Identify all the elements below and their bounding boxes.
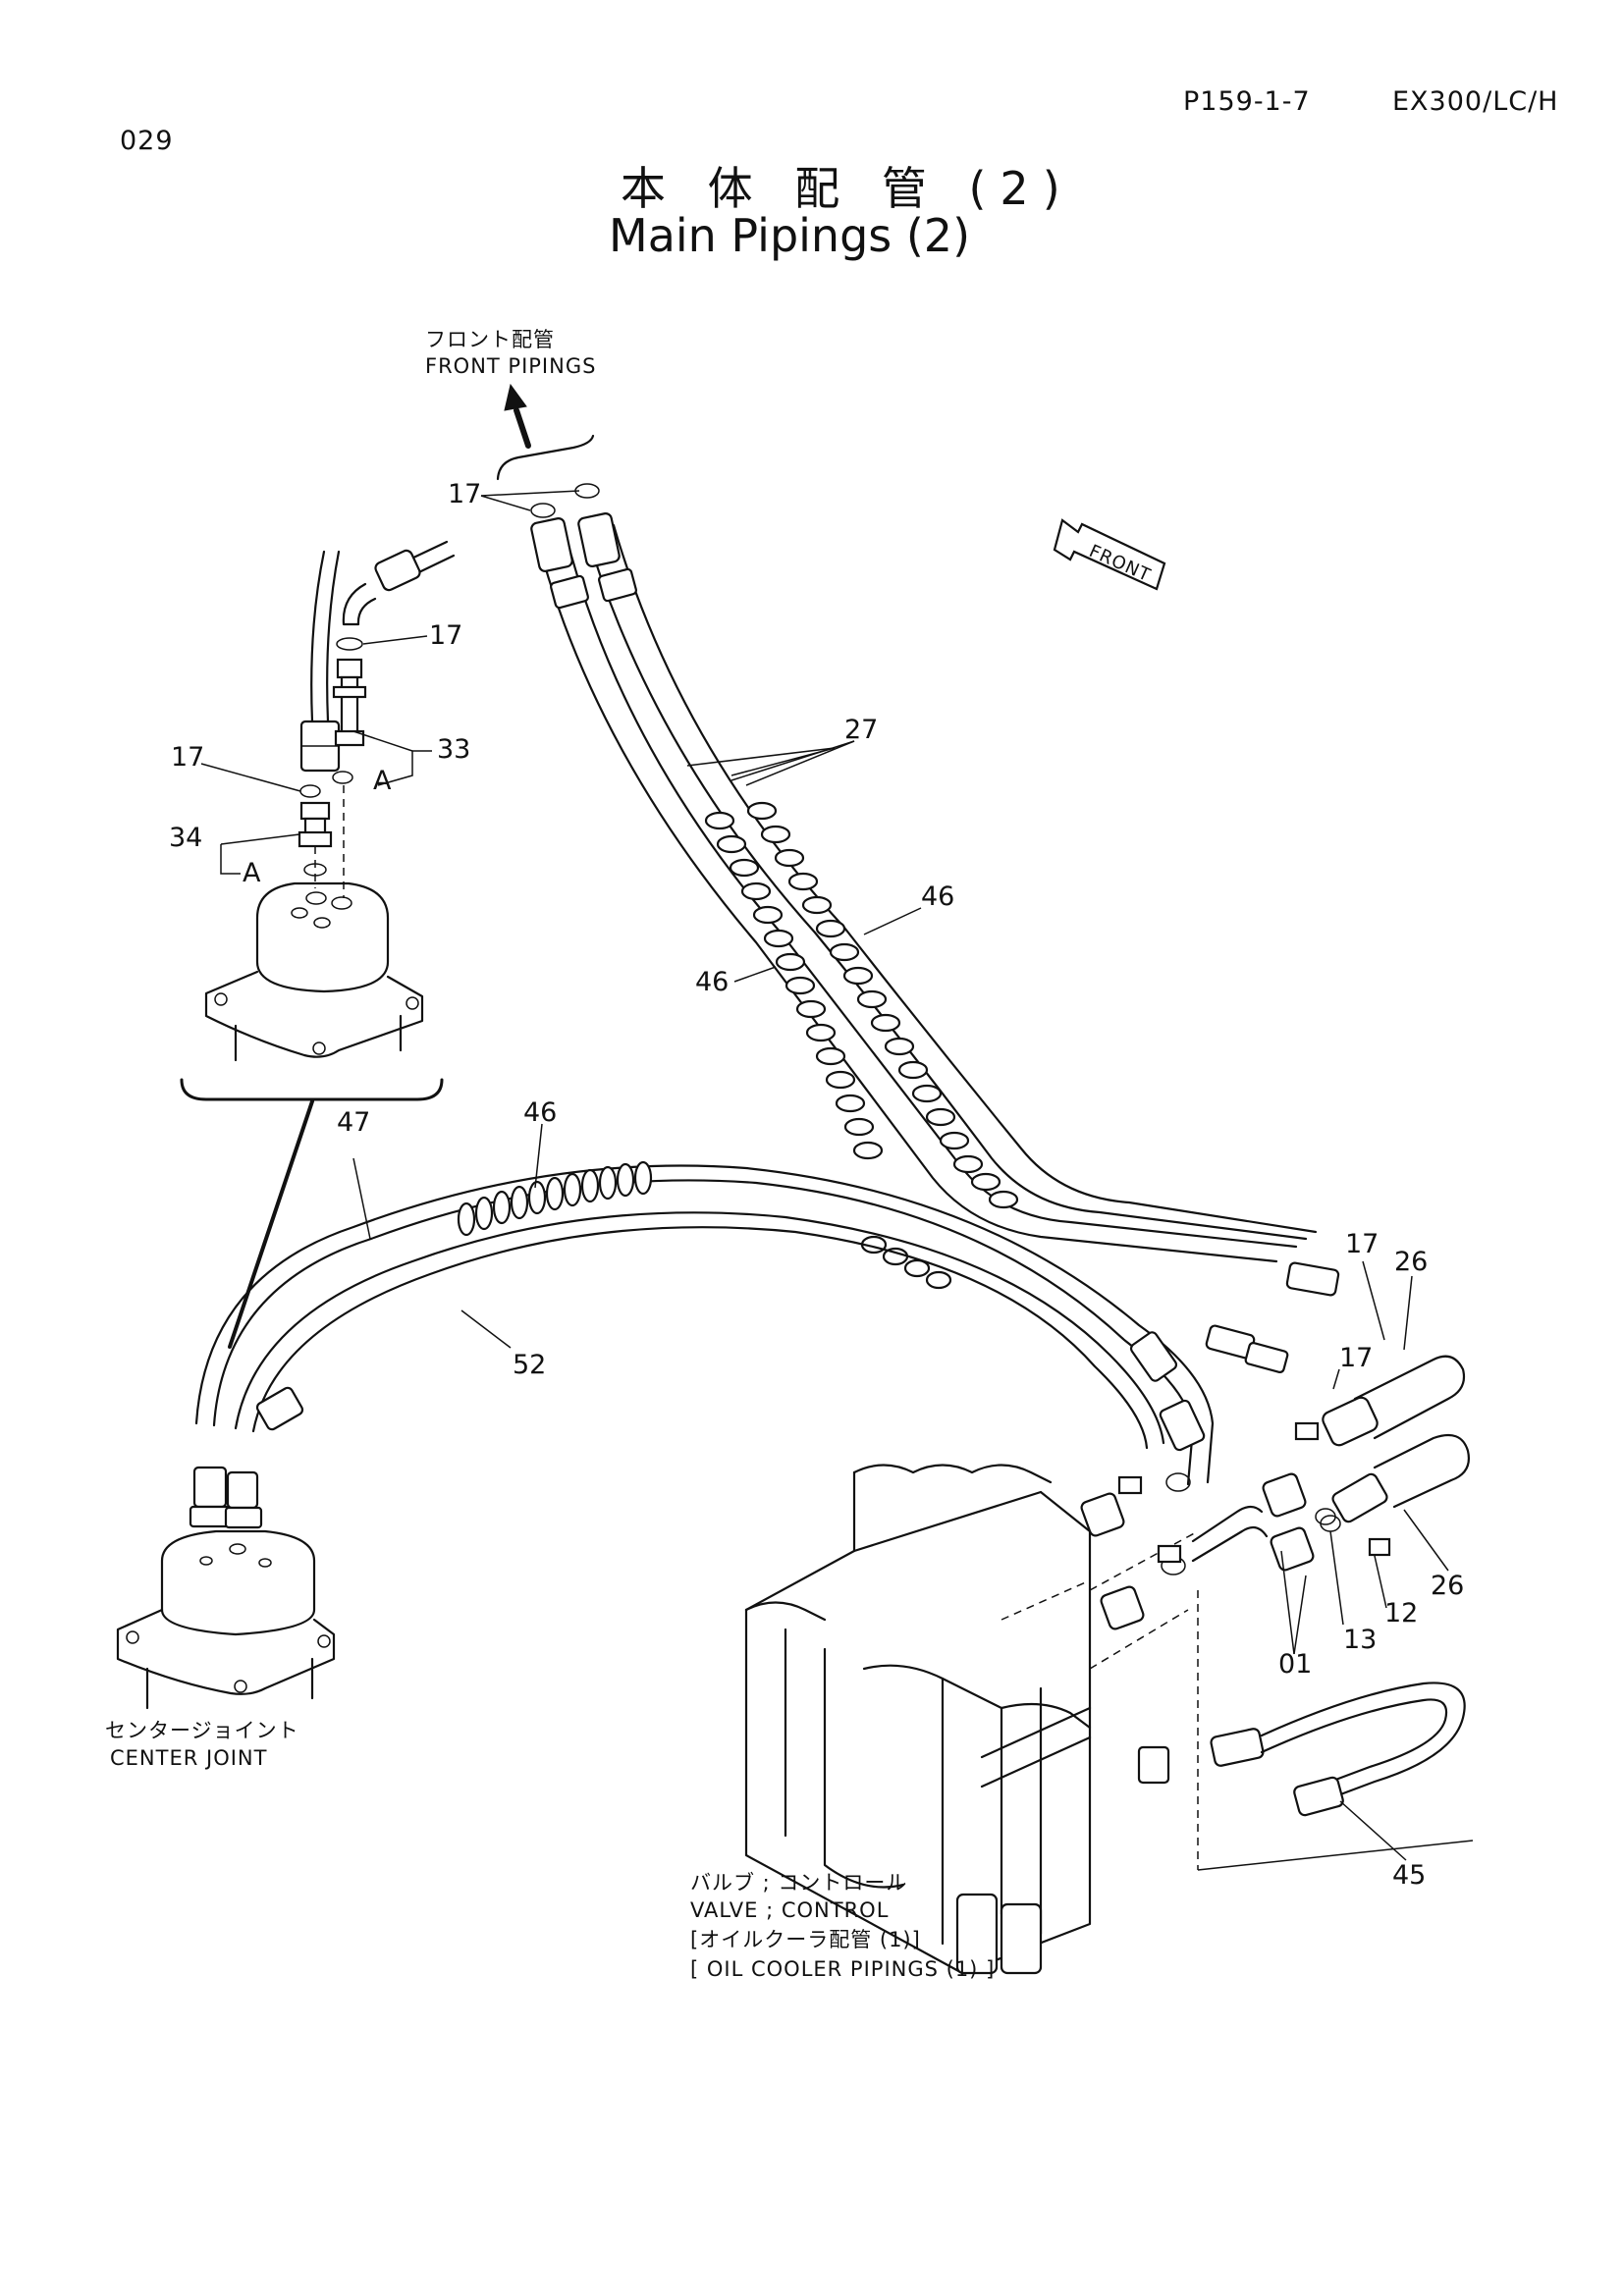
caption-valve-en: VALVE ; CONTROL [690, 1898, 890, 1922]
caption-valve-jp: バルブ ; コントロール [690, 1871, 908, 1895]
callout-17-valve-b: 17 [1339, 1343, 1374, 1373]
callout-17-top: 17 [448, 479, 482, 509]
caption-center-joint-en: CENTER JOINT [110, 1746, 268, 1770]
caption-front-pipings-jp: フロント配管 [425, 328, 555, 351]
callout-01: 01 [1278, 1649, 1313, 1680]
callout-45: 45 [1392, 1860, 1427, 1891]
center-joint [116, 1529, 336, 1710]
oil-cooler-jp-text: オイルクーラ配管 (1) [699, 1928, 912, 1951]
leader-lines [200, 490, 1449, 1861]
caption-center-joint-jp: センタージョイント [105, 1719, 299, 1742]
callout-13: 13 [1343, 1625, 1378, 1655]
title-english: Main Pipings (2) [609, 209, 971, 262]
model-number: EX300/LC/H [1392, 86, 1559, 117]
caption-oil-cooler-jp: [オイルクーラ配管 (1)] [690, 1928, 921, 1951]
callout-46-right: 46 [921, 881, 955, 912]
callout-33: 33 [437, 734, 471, 765]
callout-46-center: 46 [523, 1097, 558, 1128]
page-number: 029 [120, 126, 174, 156]
spiral-guard-46-center [457, 1160, 653, 1237]
caption-front-pipings-en: FRONT PIPINGS [425, 354, 597, 378]
valve-fittings [1080, 1355, 1470, 1630]
callout-17-right: 17 [429, 620, 463, 651]
oil-cooler-en-text: OIL COOLER PIPINGS (1) [706, 1957, 979, 1981]
callout-26-bottom: 26 [1431, 1571, 1465, 1601]
hose-bundle-front [530, 483, 1340, 1374]
inset-detail [180, 540, 456, 1349]
callout-26-top: 26 [1394, 1247, 1429, 1277]
front-direction-arrow [1053, 518, 1166, 591]
callout-a-lower: A [243, 858, 261, 888]
caption-oil-cooler-en: [ OIL COOLER PIPINGS (1) ] [690, 1957, 996, 1981]
callout-46-left: 46 [695, 967, 730, 997]
front-pipings-arrow [496, 383, 595, 481]
callout-27: 27 [844, 715, 879, 745]
callout-52: 52 [513, 1350, 547, 1380]
callout-47: 47 [337, 1107, 371, 1138]
oil-cooler-hose [1197, 1590, 1474, 1871]
part-reference: P159-1-7 [1183, 86, 1311, 117]
callout-17-valve-a: 17 [1345, 1229, 1380, 1259]
callout-12: 12 [1384, 1598, 1419, 1629]
hose-bundle-center-joint [189, 1160, 1215, 1529]
callout-a-upper: A [373, 766, 392, 796]
title-japanese: 本 体 配 管 (2) [621, 162, 1074, 215]
callout-17-left: 17 [171, 742, 205, 773]
control-valve [744, 1464, 1199, 1975]
callout-34: 34 [169, 823, 203, 853]
